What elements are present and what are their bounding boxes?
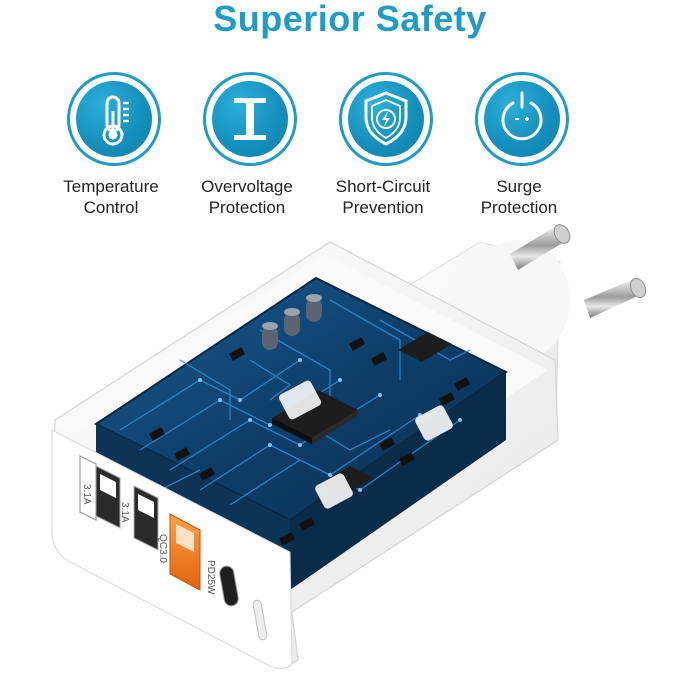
capacitors — [262, 294, 322, 350]
usb-a-port-2 — [133, 485, 159, 551]
feature-short-circuit-prevention: Short-Circuit Prevention — [312, 72, 462, 222]
feature-label: Temperature Control — [30, 176, 192, 218]
feature-badge — [339, 72, 433, 166]
circuit-board — [94, 276, 508, 590]
feature-label-line1: Overvoltage — [201, 177, 293, 196]
overvoltage-icon — [212, 81, 288, 157]
plug-pin-upper — [510, 224, 571, 270]
feature-label-line2: Control — [83, 198, 139, 217]
feature-label-line2: Protection — [480, 198, 558, 217]
power-surge-icon — [484, 81, 560, 157]
page-title: Superior Safety — [213, 0, 487, 39]
feature-label-line1: Short-Circuit — [335, 177, 431, 196]
feature-badge — [475, 72, 569, 166]
feature-label-line2: Prevention — [342, 198, 424, 217]
usb-c-port — [219, 565, 239, 607]
plug-pin-lower — [584, 277, 647, 318]
chip-main — [272, 390, 358, 444]
feature-label-line1: Surge — [496, 177, 542, 196]
usb1-label: 3.1A — [81, 484, 92, 505]
feature-overvoltage-protection: Overvoltage Protection — [176, 72, 326, 222]
feature-badge — [67, 72, 161, 166]
safety-features: Temperature Control Overvoltage Protecti… — [0, 72, 700, 222]
thermometer-icon — [76, 81, 152, 157]
feature-label: Surge Protection — [438, 176, 600, 218]
usb2-label: 3.1A — [119, 502, 130, 523]
feature-surge-protection: Surge Protection — [448, 72, 598, 222]
led-indicator — [252, 599, 268, 641]
qc-label: QC3.0 — [157, 534, 168, 563]
qc-port — [169, 513, 201, 591]
feature-temperature-control: Temperature Control — [40, 72, 190, 222]
usb-a-port-1 — [95, 465, 121, 529]
pd-label: PD25W — [205, 560, 216, 595]
feature-label-line1: Temperature — [63, 177, 159, 196]
feature-badge — [203, 72, 297, 166]
feature-label-line2: Protection — [208, 198, 286, 217]
feature-label: Overvoltage Protection — [166, 176, 328, 218]
shield-bolt-icon — [348, 81, 424, 157]
feature-label: Short-Circuit Prevention — [302, 176, 464, 218]
